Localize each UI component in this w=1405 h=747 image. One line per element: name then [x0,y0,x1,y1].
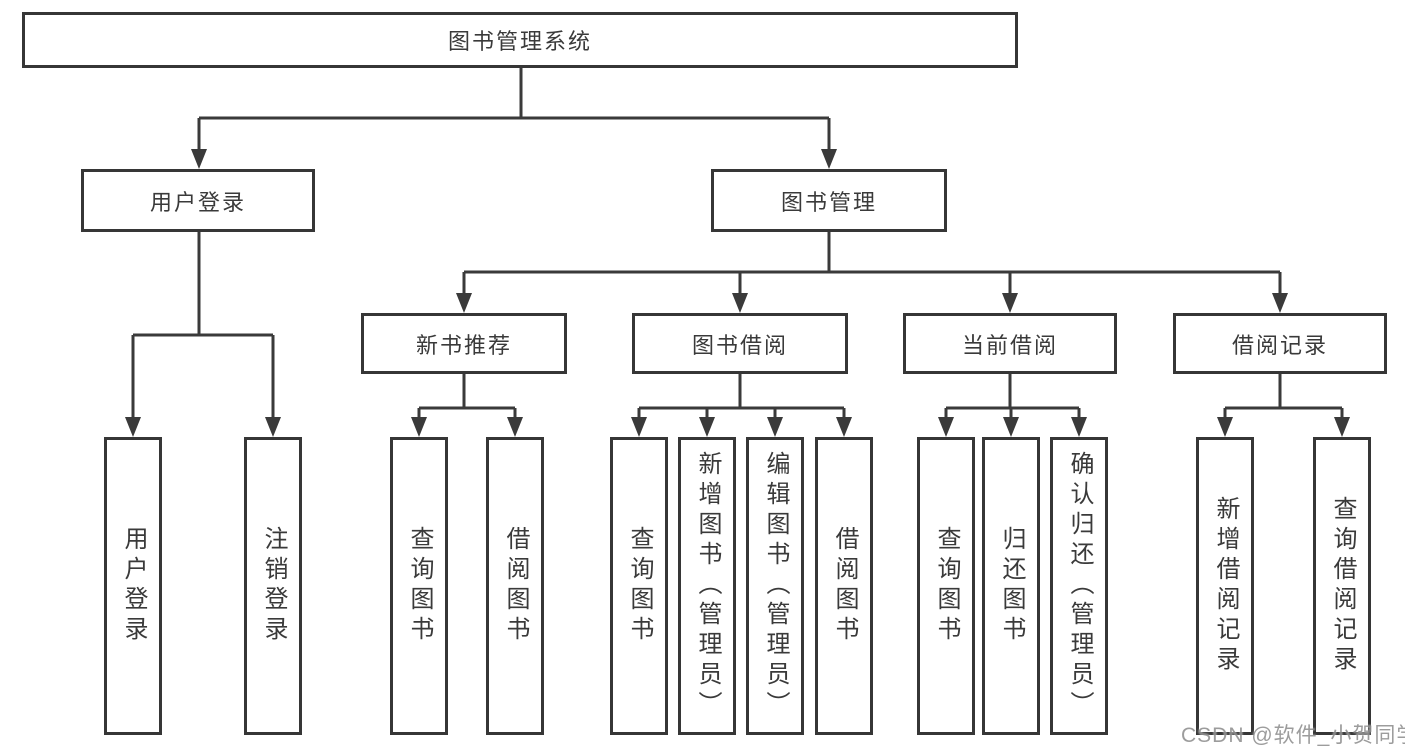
leaf-borrow-query-books: 查询图书 [610,437,668,735]
connector-userlogin-to-leaves [125,232,281,437]
connector-newbook-to-leaves [411,374,523,437]
node-book-borrowing: 图书借阅 [632,313,848,374]
leaf-borrow-edit-books-admin: 编辑图书（管理员） [746,437,804,735]
connector-root-to-level2 [191,68,837,169]
leaf-newbook-query-books: 查询图书 [390,437,448,735]
csdn-watermark: CSDN @软件_小贺同学 [1181,724,1405,747]
node-borrow-records: 借阅记录 [1173,313,1387,374]
connector-records-to-leaves [1217,374,1350,437]
leaf-logout: 注销登录 [244,437,302,735]
node-new-book-recommend: 新书推荐 [361,313,567,374]
node-current-borrowing: 当前借阅 [903,313,1117,374]
leaf-current-query-books: 查询图书 [917,437,975,735]
node-root-system: 图书管理系统 [22,12,1018,68]
leaf-records-query-record: 查询借阅记录 [1313,437,1371,735]
node-user-login: 用户登录 [81,169,315,232]
leaf-borrow-borrow-books: 借阅图书 [815,437,873,735]
connector-bookmgmt-to-level3 [456,232,1288,313]
leaf-records-add-record: 新增借阅记录 [1196,437,1254,735]
leaf-current-return-books: 归还图书 [982,437,1040,735]
leaf-newbook-borrow-books: 借阅图书 [486,437,544,735]
connector-current-to-leaves [938,374,1087,437]
node-book-management: 图书管理 [711,169,947,232]
leaf-current-confirm-return-admin: 确认归还（管理员） [1050,437,1108,735]
leaf-user-login: 用户登录 [104,437,162,735]
leaf-borrow-add-books-admin: 新增图书（管理员） [678,437,736,735]
connector-borrow-to-leaves [631,374,852,437]
